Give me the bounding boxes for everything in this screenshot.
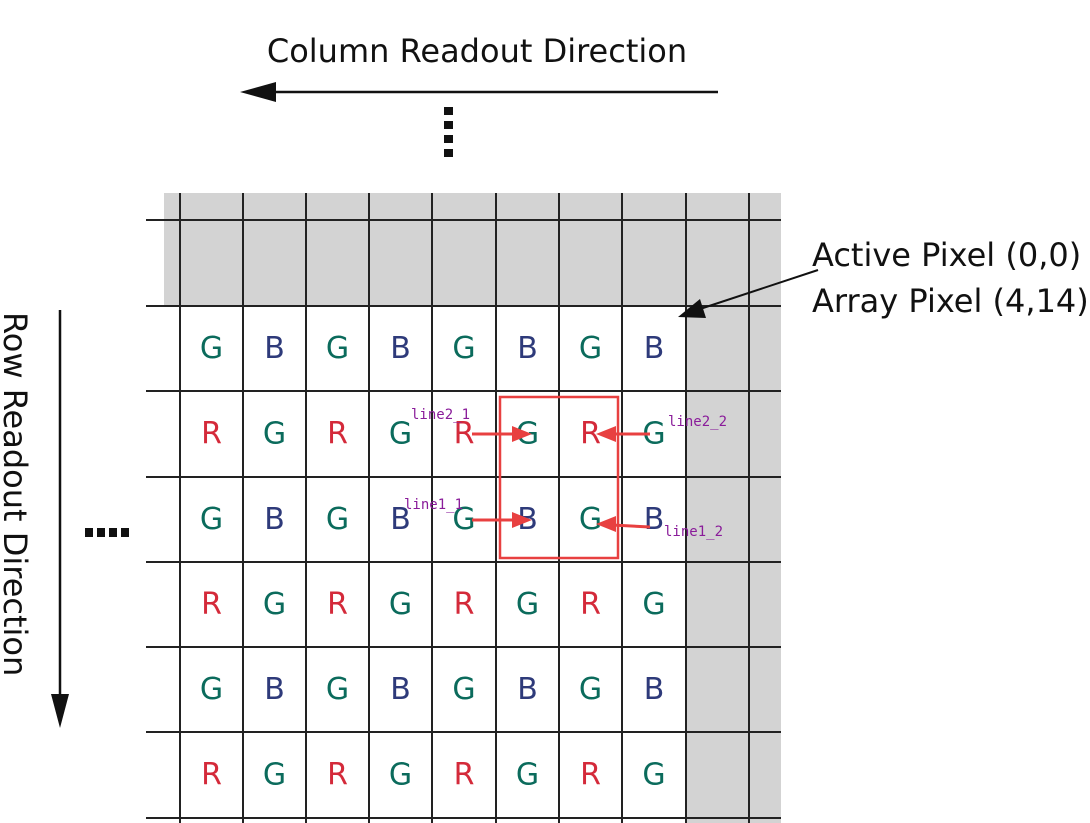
column-readout-arrow: [240, 82, 718, 102]
pixel-cell-b: B: [517, 331, 538, 366]
pixel-cell-r: R: [327, 587, 348, 622]
pixel-cell-g: G: [389, 417, 412, 452]
pixel-letters: GBGBGBGBRGRGRGRGGBGBGBGBRGRGRGRGGBGBGBGB…: [200, 331, 666, 793]
pixel-cell-g: G: [263, 758, 286, 793]
pixel-cell-b: B: [644, 502, 665, 537]
pixel-cell-r: R: [327, 758, 348, 793]
inactive-top-band: [164, 193, 781, 306]
line2-2-label: line2_2: [668, 414, 727, 430]
column-readout-title: Column Readout Direction: [267, 32, 687, 70]
pixel-cell-g: G: [389, 758, 412, 793]
pixel-cell-g: G: [389, 587, 412, 622]
pixel-cell-r: R: [454, 417, 475, 452]
row-readout-title: Row Readout Direction: [0, 312, 34, 676]
pixel-cell-r: R: [580, 587, 601, 622]
pixel-cell-g: G: [326, 331, 349, 366]
pixel-cell-g: G: [326, 502, 349, 537]
pixel-cell-g: G: [452, 331, 475, 366]
row-readout-arrow: [51, 310, 69, 728]
pixel-cell-r: R: [580, 758, 601, 793]
pixel-cell-g: G: [516, 758, 539, 793]
array-pixel-label: Array Pixel (4,14): [812, 282, 1089, 320]
pixel-cell-r: R: [454, 758, 475, 793]
pixel-grid-lines: [146, 193, 781, 823]
line2-1-label: line2_1: [411, 407, 470, 423]
pixel-cell-b: B: [264, 331, 285, 366]
pixel-cell-g: G: [263, 417, 286, 452]
pixel-cell-b: B: [264, 502, 285, 537]
pixel-cell-b: B: [517, 672, 538, 707]
pixel-cell-g: G: [200, 672, 223, 707]
pixel-cell-r: R: [201, 417, 222, 452]
horizontal-ellipsis-left: [85, 528, 129, 537]
active-pixel-label: Active Pixel (0,0): [812, 236, 1081, 274]
pixel-cell-g: G: [263, 587, 286, 622]
pixel-cell-g: G: [452, 672, 475, 707]
pixel-cell-g: G: [516, 587, 539, 622]
pixel-cell-b: B: [390, 502, 411, 537]
pixel-cell-g: G: [642, 417, 665, 452]
line1-1-label: line1_1: [404, 497, 463, 513]
pixel-cell-b: B: [644, 672, 665, 707]
line2-2-arrow: [596, 426, 650, 442]
pixel-cell-g: G: [642, 758, 665, 793]
pixel-cell-b: B: [390, 672, 411, 707]
pixel-cell-g: G: [579, 672, 602, 707]
pixel-cell-g: G: [579, 502, 602, 537]
pixel-cell-g: G: [452, 502, 475, 537]
pixel-cell-g: G: [200, 502, 223, 537]
pixel-cell-g: G: [200, 331, 223, 366]
pixel-cell-r: R: [454, 587, 475, 622]
vertical-ellipsis-top: [444, 107, 453, 157]
pixel-cell-r: R: [580, 417, 601, 452]
pixel-cell-r: R: [327, 417, 348, 452]
pixel-cell-g: G: [642, 587, 665, 622]
line2-1-arrow: [472, 426, 532, 442]
pixel-cell-r: R: [201, 758, 222, 793]
pixel-cell-b: B: [264, 672, 285, 707]
pixel-cell-r: R: [201, 587, 222, 622]
pixel-cell-b: B: [390, 331, 411, 366]
line1-2-arrow: [596, 516, 651, 532]
pixel-cell-g: G: [326, 672, 349, 707]
line1-1-arrow: [472, 512, 532, 528]
pixel-cell-g: G: [579, 331, 602, 366]
highlight-box: [498, 395, 620, 560]
active-pixel-pointer-arrow: [678, 269, 819, 318]
pixel-cell-b: B: [644, 331, 665, 366]
line1-2-label: line1_2: [664, 524, 723, 540]
